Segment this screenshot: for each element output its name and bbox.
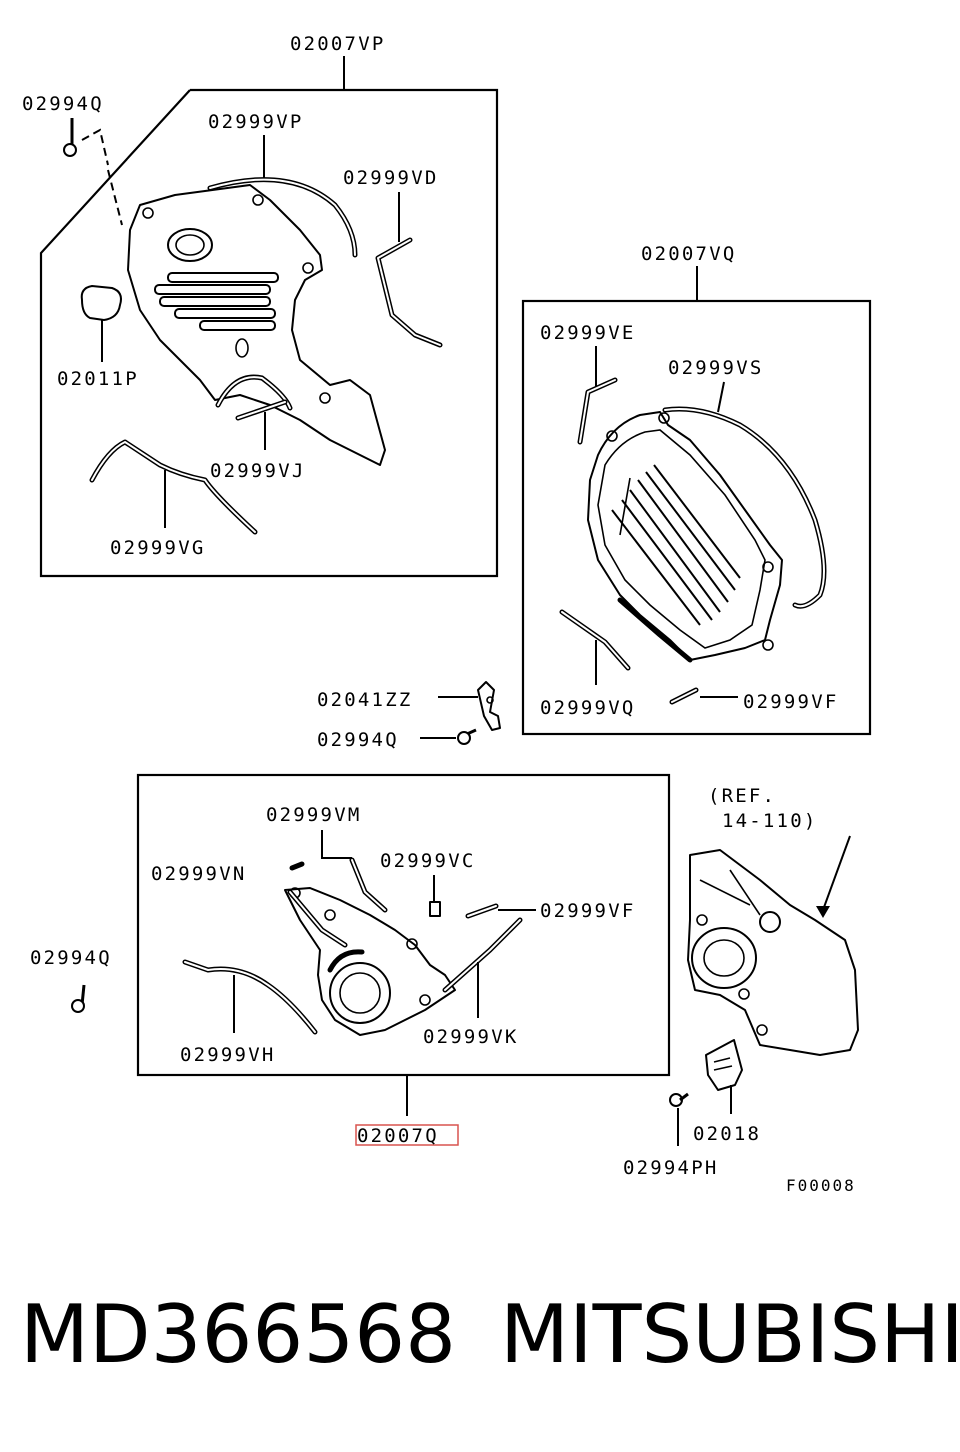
gasket-vd [375,237,443,348]
label-02999VG[interactable]: 02999VG [110,537,205,559]
bolt-icon [669,1092,689,1107]
label-02999VP[interactable]: 02999VP [208,111,303,133]
gasket-vf-lower [465,903,499,919]
plug-icon [80,285,122,321]
middle-parts: 02041ZZ 02994Q [317,681,501,751]
label-02999VE[interactable]: 02999VE [540,322,635,344]
clip-icon [477,681,501,731]
label-02999VS[interactable]: 02999VS [668,357,763,379]
parts-diagram: 02007VP 02994Q [22,33,872,1195]
caption: MD366568 MITSUBISHI [0,1288,960,1398]
label-02999VH[interactable]: 02999VH [180,1044,275,1066]
label-figure-code: F00008 [786,1176,856,1195]
gasket-vj [235,399,288,421]
right-cover-group: 02007VQ 02999VE 02999VS [521,243,872,736]
label-02018[interactable]: 02018 [693,1123,761,1145]
right-timing-cover [587,406,827,663]
gasket-ve [577,377,618,445]
label-02999VD[interactable]: 02999VD [343,167,438,189]
label-02041ZZ[interactable]: 02041ZZ [317,689,412,711]
label-02999VK[interactable]: 02999VK [423,1026,518,1048]
label-02999VC[interactable]: 02999VC [380,850,475,872]
label-02994PH[interactable]: 02994PH [623,1157,718,1179]
label-ref-line1[interactable]: (REF. [708,785,776,807]
label-ref-line2[interactable]: 14-110) [722,810,817,832]
label-02999VF-lower[interactable]: 02999VF [540,900,635,922]
label-02007VP[interactable]: 02007VP [290,33,385,55]
bracket-icon [705,1039,743,1091]
engine-reference: (REF. 14-110) 02018 02994PH [623,785,859,1195]
upper-timing-cover [127,177,386,466]
label-02999VM[interactable]: 02999VM [266,804,361,826]
label-02007VQ[interactable]: 02007VQ [641,243,736,265]
bolt-icon [63,118,77,157]
bolt-icon [71,984,86,1013]
highlight-box [355,1124,459,1146]
upper-cover-frame [39,88,499,578]
gasket-vh [182,959,318,1035]
label-02999VF-upper[interactable]: 02999VF [743,691,838,713]
label-02999VJ[interactable]: 02999VJ [210,460,305,482]
gasket-vm [349,857,388,913]
engine-block [687,849,859,1056]
label-02011P[interactable]: 02011P [57,368,139,390]
gasket-vg [89,439,258,535]
label-02999VQ[interactable]: 02999VQ [540,697,635,719]
label-02994Q-top[interactable]: 02994Q [22,93,104,115]
ref-arrow [822,835,851,911]
brand-name: MITSUBISHI [500,1288,960,1381]
lower-cover-frame [136,773,671,1077]
lower-timing-cover [284,887,456,1036]
label-02994Q-middle[interactable]: 02994Q [317,729,399,751]
label-02999VN[interactable]: 02999VN [151,863,246,885]
label-02994Q-left[interactable]: 02994Q [30,947,112,969]
gasket-vk [442,917,523,993]
gasket-vq [559,609,631,671]
part-number: MD366568 [20,1288,457,1381]
gasket-vf-upper [669,687,699,705]
upper-front-cover-group: 02007VP 02994Q [22,33,499,578]
gasket-vc [429,901,441,917]
gasket-vn [289,861,305,871]
label-02007Q[interactable]: 02007Q [357,1125,439,1147]
lower-cover-group: 02999VM 02999VN 02999VC [136,773,671,1147]
bolt-icon [457,728,477,745]
